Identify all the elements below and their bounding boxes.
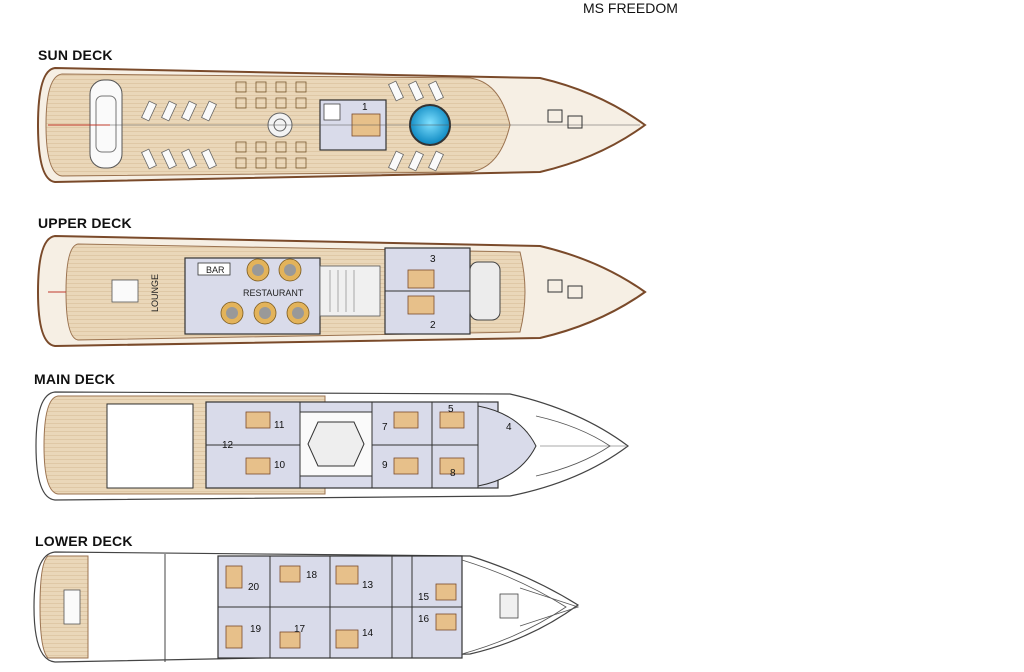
lower-deck: 20 18 13 15 19 17 14 16	[33, 551, 580, 663]
cabin-1-label: 1	[362, 102, 368, 113]
cabin-20-label: 20	[248, 582, 260, 593]
cabin-18-label: 18	[306, 570, 318, 581]
main-deck: 11 12 10 7 9 5 8 4	[35, 391, 630, 501]
bar-label: BAR	[206, 265, 225, 275]
deck-label-sun: SUN DECK	[38, 47, 113, 63]
cabin-9-label: 9	[382, 460, 388, 471]
sun-deck: 1	[36, 66, 647, 184]
cabin-2-label: 2	[430, 320, 436, 331]
cabin-11-label: 11	[274, 420, 285, 431]
cabin-7-label: 7	[382, 422, 388, 433]
restaurant-label: RESTAURANT	[243, 288, 304, 298]
deck-label-lower: LOWER DECK	[35, 533, 133, 549]
upper-deck: BAR RESTAURANT LOUNGE 3 2	[36, 234, 647, 348]
cabin-3-label: 3	[430, 254, 436, 265]
deck-label-upper: UPPER DECK	[38, 215, 132, 231]
cabin-16-label: 16	[418, 614, 430, 625]
lounge-label: LOUNGE	[150, 274, 160, 312]
cabin-19-label: 19	[250, 624, 262, 635]
cabin-17-label: 17	[294, 624, 306, 635]
cabin-13-label: 13	[362, 580, 374, 591]
ship-title: MS FREEDOM	[583, 0, 678, 16]
cabin-8-label: 8	[450, 468, 456, 479]
cabin-14-label: 14	[362, 628, 374, 639]
cabin-12-label: 12	[222, 440, 234, 451]
cabin-5-label: 5	[448, 404, 454, 415]
deck-label-main: MAIN DECK	[34, 371, 116, 387]
cabin-10-label: 10	[274, 460, 286, 471]
cabin-4-label: 4	[506, 422, 512, 433]
cabin-15-label: 15	[418, 592, 430, 603]
